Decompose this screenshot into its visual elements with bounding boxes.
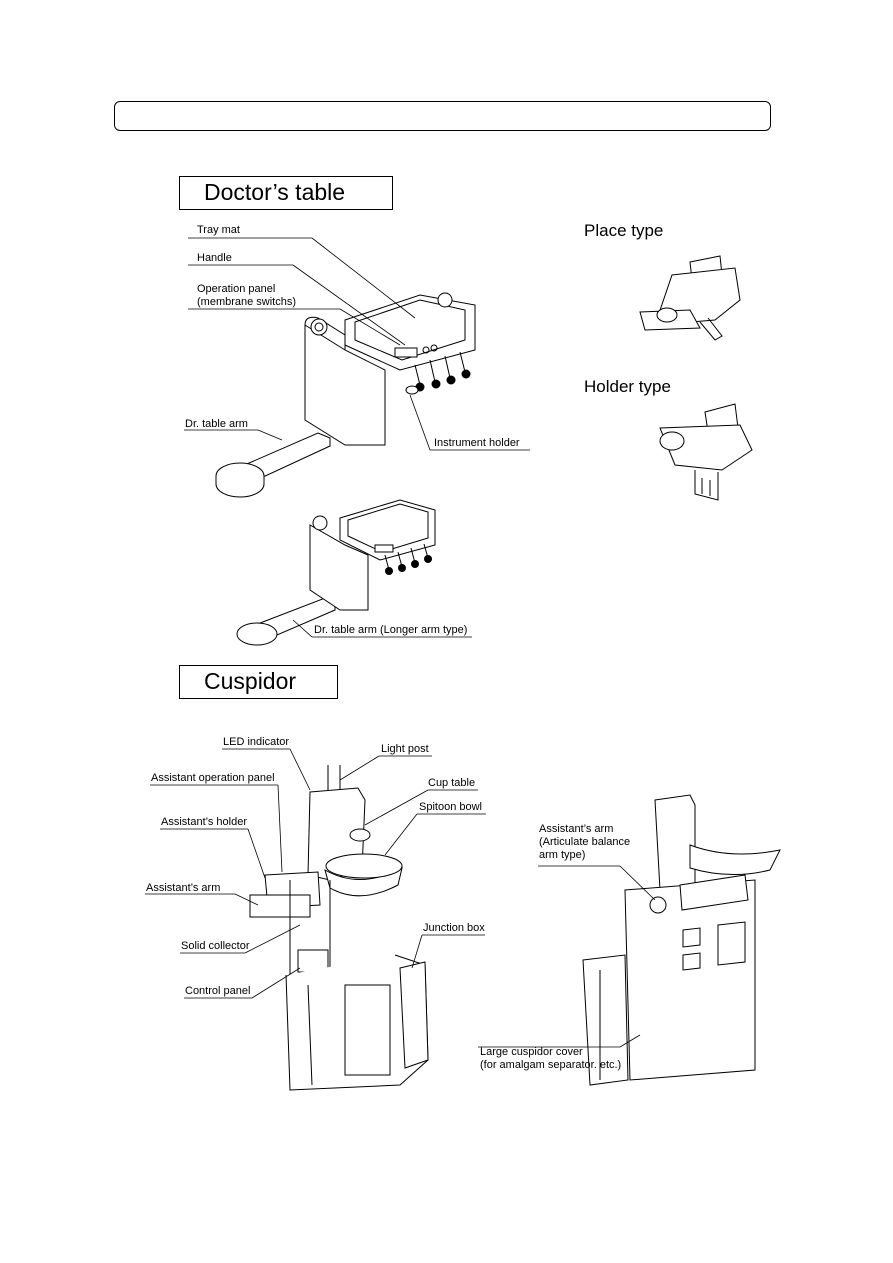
label-solid-collector: Solid collector <box>181 940 250 952</box>
cuspidor-title: Cuspidor <box>179 665 338 699</box>
label-handle: Handle <box>197 252 232 264</box>
header-frame <box>114 101 771 131</box>
place-type-illustration <box>640 256 740 340</box>
label-instrument-holder: Instrument holder <box>434 437 520 449</box>
leader-lines <box>145 238 655 1047</box>
label-large-cuspidor-cover: Large cuspidor cover (for amalgam separa… <box>480 1046 622 1071</box>
label-control-panel: Control panel <box>185 985 251 997</box>
place-type-title: Place type <box>584 221 664 240</box>
label-assistants-arm-articulate: Assistant’s arm (Articulate balance arm … <box>539 823 631 861</box>
label-junction-box: Junction box <box>423 922 485 934</box>
holder-type-illustration <box>660 404 752 500</box>
label-assistant-operation-panel: Assistant operation panel <box>151 772 275 784</box>
label-cup-table: Cup table <box>428 777 476 789</box>
label-dr-table-arm-longer: Dr. table arm (Longer arm type) <box>314 624 468 636</box>
label-tray-mat: Tray mat <box>197 224 240 236</box>
longer-arm-illustration <box>237 500 435 645</box>
doctors-table-illustration <box>216 293 475 497</box>
doctors-table-title: Doctor’s table <box>179 176 393 210</box>
label-light-post: Light post <box>381 743 429 755</box>
holder-type-title: Holder type <box>584 377 671 396</box>
cuspidor-left-illustration <box>250 765 428 1090</box>
cuspidor-right-illustration <box>583 795 780 1085</box>
label-assistants-holder: Assistant’s holder <box>161 816 248 828</box>
label-assistants-arm: Assistant’s arm <box>146 882 221 894</box>
label-dr-table-arm: Dr. table arm <box>185 418 248 430</box>
label-led-indicator: LED indicator <box>223 736 290 748</box>
label-spitoon-bowl: Spitoon bowl <box>419 801 482 813</box>
label-operation-panel: Operation panel (membrane switchs) <box>197 283 297 308</box>
